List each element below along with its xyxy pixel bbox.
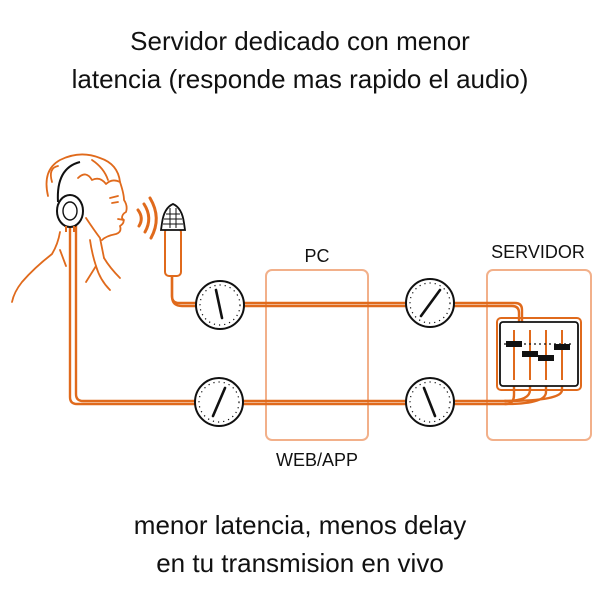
server-box bbox=[486, 269, 592, 441]
diagram-title: Servidor dedicado con menor latencia (re… bbox=[0, 22, 600, 98]
meter-gauge-icon bbox=[195, 280, 245, 330]
footer-line-2: en tu transmision en vivo bbox=[156, 548, 444, 578]
title-line-2: latencia (responde mas rapido el audio) bbox=[71, 64, 529, 94]
signal-lines bbox=[68, 224, 564, 406]
meter-gauge-icon bbox=[405, 278, 455, 328]
server-label: SERVIDOR bbox=[491, 242, 585, 262]
sound-waves-icon bbox=[136, 196, 158, 240]
diagram-footer: menor latencia, menos delay en tu transm… bbox=[0, 506, 600, 582]
footer-line-1: menor latencia, menos delay bbox=[133, 510, 467, 540]
meter-gauge-icon bbox=[194, 377, 244, 427]
microphone-icon bbox=[159, 203, 187, 277]
mixer-faders-icon bbox=[496, 317, 582, 391]
web-app-label: WEB/APP bbox=[276, 450, 358, 470]
meter-gauge-icon bbox=[405, 377, 455, 427]
pc-box bbox=[265, 269, 369, 441]
title-line-1: Servidor dedicado con menor bbox=[130, 26, 470, 56]
headphones-icon bbox=[56, 161, 84, 232]
pc-label: PC bbox=[304, 246, 329, 266]
person-with-headphones-icon bbox=[11, 153, 128, 303]
